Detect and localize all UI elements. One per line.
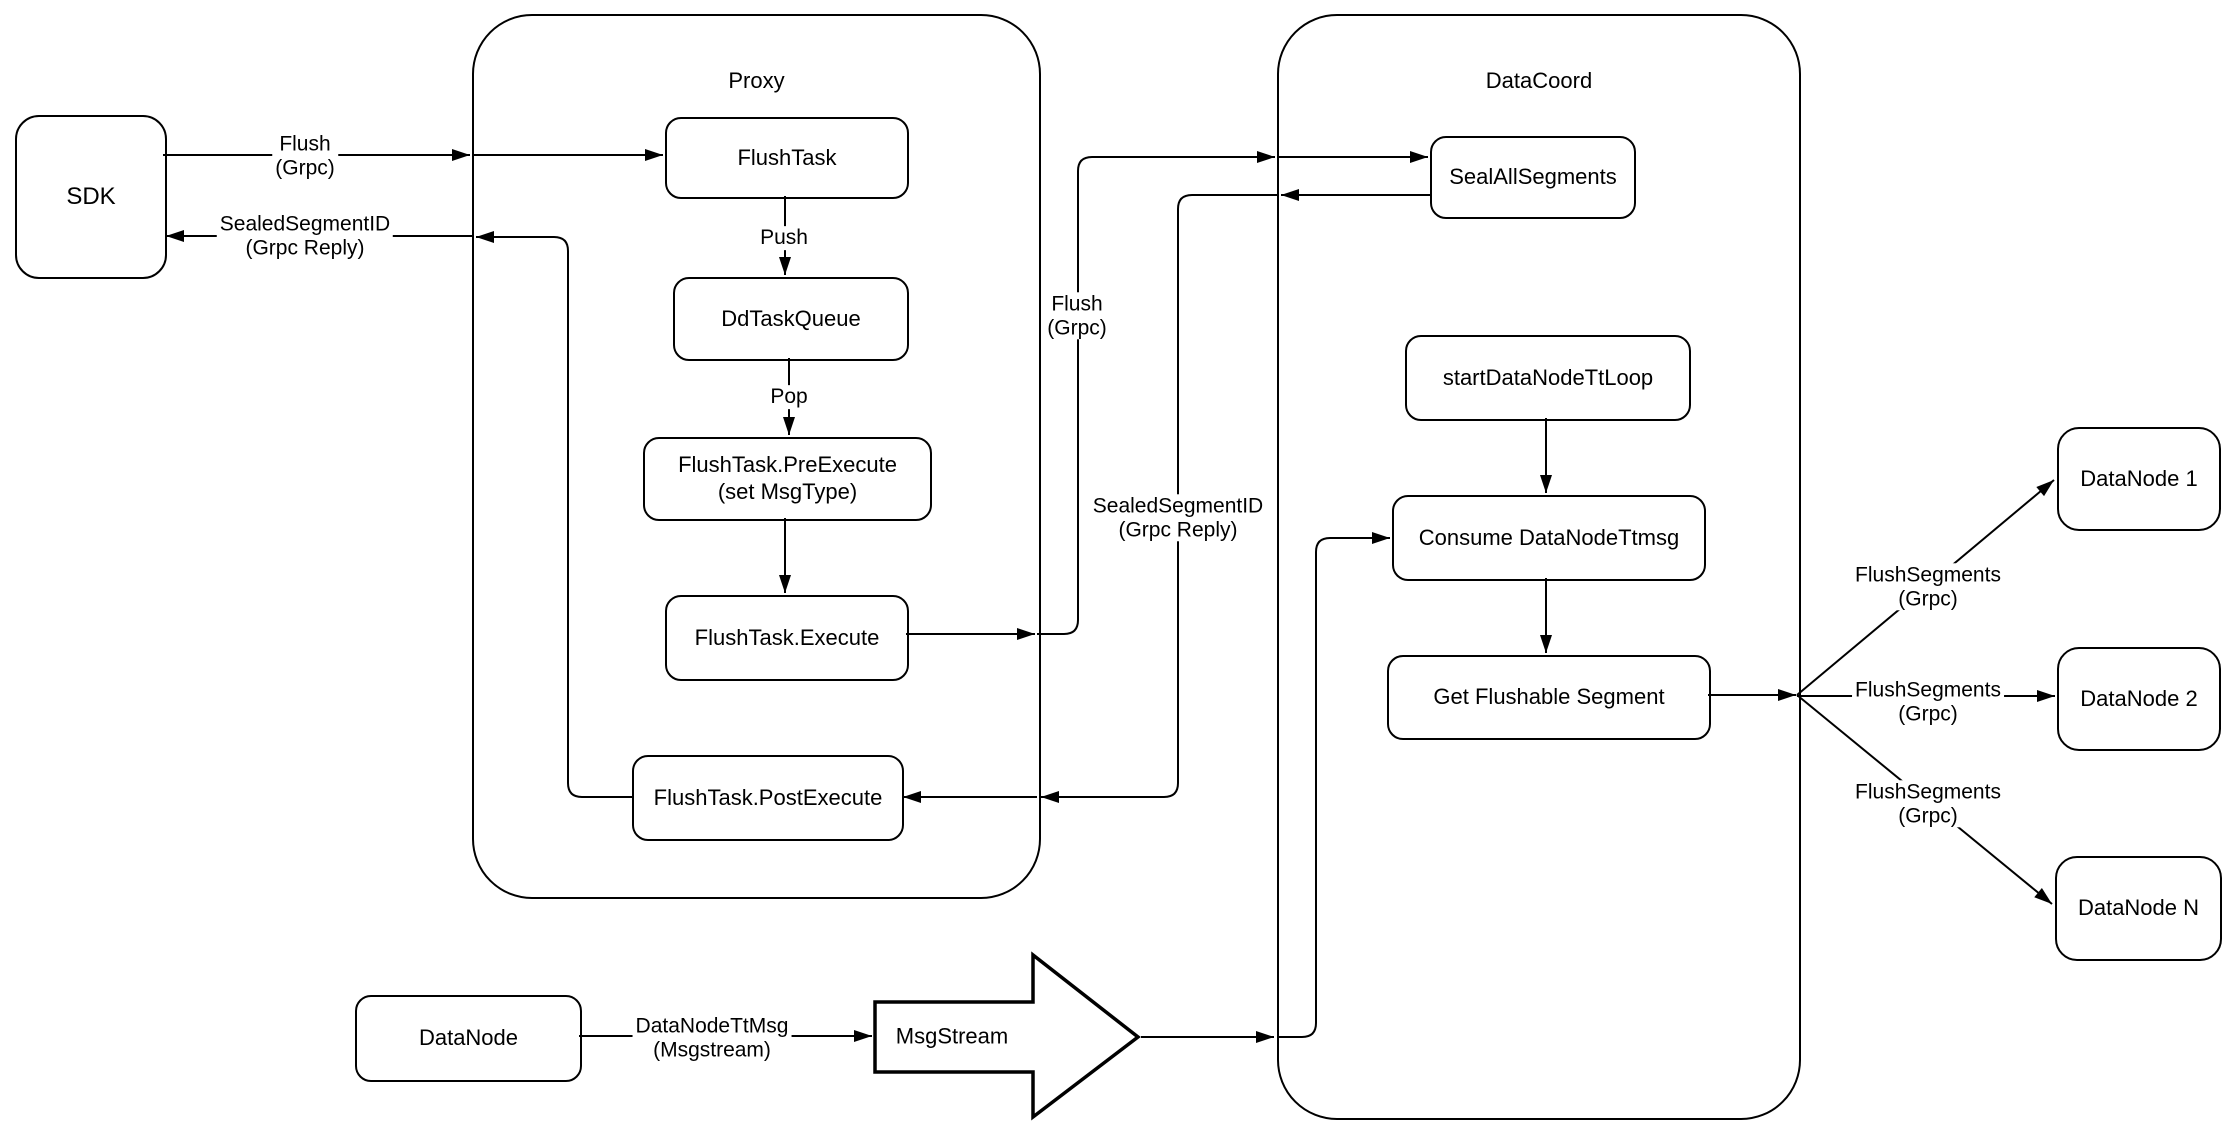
label-flush-grpc-middle: Flush (Grpc) bbox=[1044, 292, 1110, 340]
label-sealedsegmentid-middle: SealedSegmentID (Grpc Reply) bbox=[1089, 494, 1267, 542]
node-consume-datanodettmsg: Consume DataNodeTtmsg bbox=[1392, 495, 1706, 581]
node-flushtask: FlushTask bbox=[665, 117, 909, 199]
node-datanode-2: DataNode 2 bbox=[2057, 647, 2221, 751]
node-datanode-1: DataNode 1 bbox=[2057, 427, 2221, 531]
edge-proxy-to-datacoord-flush bbox=[1037, 151, 1275, 635]
label-flushsegments-1: FlushSegments (Grpc) bbox=[1852, 563, 2004, 611]
label-msgstream: MsgStream bbox=[895, 1023, 1009, 1049]
node-startdatanodettloop: startDataNodeTtLoop bbox=[1405, 335, 1691, 421]
label-flushsegments-2: FlushSegments (Grpc) bbox=[1852, 678, 2004, 726]
node-datanode: DataNode bbox=[355, 995, 582, 1082]
node-ddtaskqueue: DdTaskQueue bbox=[673, 277, 909, 361]
node-flushtask-postexecute: FlushTask.PostExecute bbox=[632, 755, 904, 841]
label-flushsegments-3: FlushSegments (Grpc) bbox=[1852, 780, 2004, 828]
label-pop: Pop bbox=[767, 385, 811, 409]
node-datanode-n: DataNode N bbox=[2055, 856, 2222, 961]
label-sealedsegmentid-left: SealedSegmentID (Grpc Reply) bbox=[216, 212, 394, 260]
label-push: Push bbox=[757, 226, 811, 250]
node-sealallsegments: SealAllSegments bbox=[1430, 136, 1636, 219]
node-sdk: SDK bbox=[15, 115, 167, 279]
node-flushtask-execute: FlushTask.Execute bbox=[665, 595, 909, 681]
proxy-container-title: Proxy bbox=[728, 68, 785, 93]
node-flushtask-preexecute: FlushTask.PreExecute (set MsgType) bbox=[643, 437, 932, 521]
datacoord-container-title: DataCoord bbox=[1485, 68, 1593, 93]
label-flush-grpc-left: Flush (Grpc) bbox=[272, 132, 338, 180]
label-datanodettmsg: DataNodeTtMsg (Msgstream) bbox=[632, 1014, 792, 1062]
node-get-flushable-segment: Get Flushable Segment bbox=[1387, 655, 1711, 740]
